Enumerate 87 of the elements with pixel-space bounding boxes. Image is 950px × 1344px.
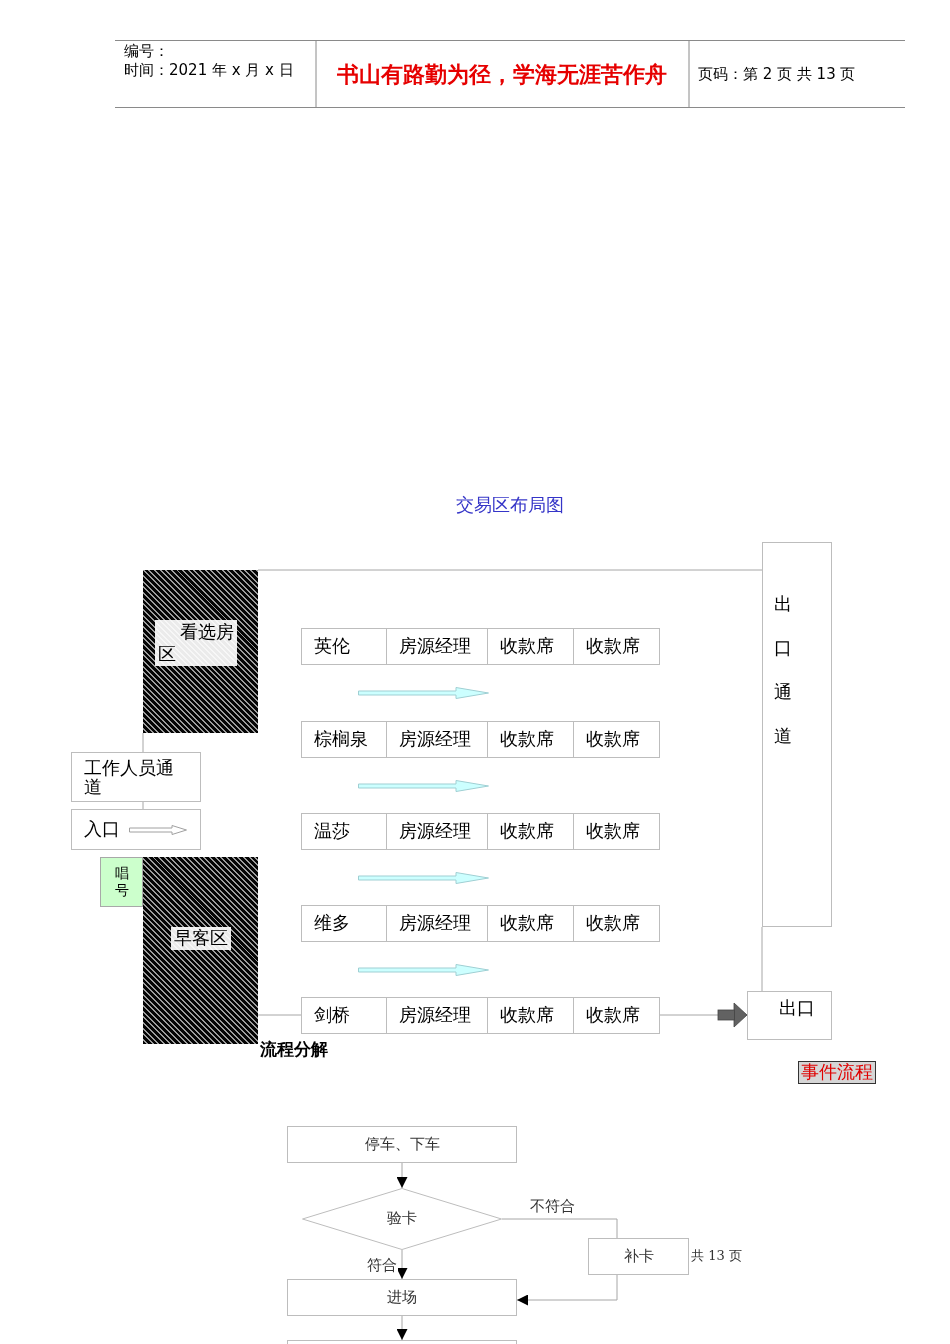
decision-diamond [302,1188,502,1250]
cell-label: 收款席 [586,1005,640,1026]
cell-label: 房源经理 [399,729,471,750]
date-label: 时间：2021 年 x 月 x 日 [124,61,294,79]
diagram-title: 交易区布局图 [456,493,564,517]
zone-block [143,570,258,733]
document-number-label: 编号： [124,42,169,60]
zone-label: 看选房区 [155,620,237,666]
name-cell [301,628,387,665]
process-label: 停车、下车 [364,1135,440,1154]
exit-box [747,991,832,1040]
connector-line [761,926,763,992]
desk-cell [386,905,488,942]
process-box [287,1279,517,1316]
section-heading: 流程分解 [260,1039,328,1060]
direction-arrow [358,687,489,699]
cell-label: 收款席 [586,729,640,750]
cell-label: 收款席 [586,636,640,657]
desk-cell [386,997,488,1034]
arrow [516,1274,618,1306]
zone-label: 早客区 [171,927,231,950]
desk-cell [487,813,574,850]
process-box [287,1126,517,1163]
name-cell [301,997,387,1034]
cell-label: 房源经理 [399,1005,471,1026]
cell-label: 温莎 [314,821,350,842]
arrow [659,1002,748,1028]
cell-label: 收款席 [586,821,640,842]
passage-box [71,752,201,802]
edge-label: 不符合 [529,1197,576,1215]
corridor-label: 出口通道 [774,592,793,748]
desk-cell [386,721,488,758]
cell-label: 维多 [314,913,350,934]
desk-cell [487,997,574,1034]
name-cell [301,905,387,942]
arrow [396,1315,408,1341]
connector-line [142,801,144,810]
direction-arrow [358,780,489,792]
cell-label: 收款席 [500,821,554,842]
cell-label: 房源经理 [399,821,471,842]
arrow [396,1162,408,1189]
motto-text: 书山有路勤为径，学海无涯苦作舟 [337,62,667,89]
corridor-box [762,542,832,927]
decision-label: 验卡 [387,1210,417,1228]
connector-line [142,732,144,753]
cell-label: 房源经理 [399,636,471,657]
desk-cell [386,813,488,850]
process-box [588,1238,689,1275]
passage-label: 工作人员通道 [84,758,175,796]
entrance-label: 入口 [84,819,120,840]
edge-label: 符合 [366,1256,398,1274]
desk-cell [487,721,574,758]
process-box [287,1340,517,1344]
cell-label: 收款席 [500,913,554,934]
connector-line [501,1218,618,1239]
name-cell [301,721,387,758]
desk-cell [573,905,660,942]
connector-line [257,1014,302,1016]
entrance-box [71,809,201,850]
cell-label: 棕榈泉 [314,729,368,750]
desk-cell [487,905,574,942]
desk-cell [487,628,574,665]
cell-label: 剑桥 [314,1005,350,1026]
desk-cell [573,997,660,1034]
heading-text: 事件流程 [801,1062,873,1083]
desk-cell [573,628,660,665]
cell-label: 房源经理 [399,913,471,934]
desk-cell [573,721,660,758]
cell-label: 收款席 [500,636,554,657]
cell-label: 收款席 [500,729,554,750]
page-number-label: 页码：第 2 页 共 13 页 [698,65,856,83]
process-label: 进场 [387,1288,417,1307]
direction-arrow [129,825,187,835]
cell-label: 收款席 [500,1005,554,1026]
number-call-label: 唱号 [114,865,129,899]
name-cell [301,813,387,850]
exit-label: 出口 [779,998,815,1019]
direction-arrow [358,872,489,884]
number-call-box [100,857,143,907]
cell-label: 收款席 [586,913,640,934]
cell-label: 英伦 [314,636,350,657]
desk-cell [386,628,488,665]
desk-cell [573,813,660,850]
zone-block [143,857,258,1044]
connector-line [257,569,763,571]
process-label: 补卡 [623,1247,654,1266]
direction-arrow [358,964,489,976]
